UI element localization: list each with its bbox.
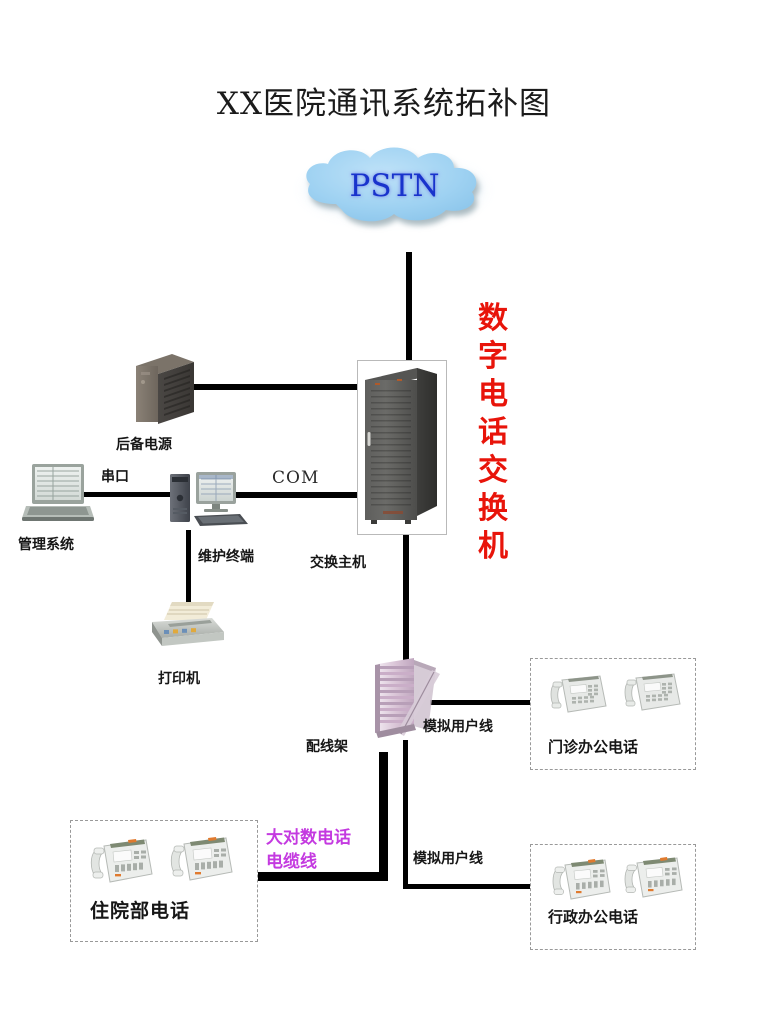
page-title: XX医院通讯系统拓补图 (216, 86, 552, 122)
analog-line-top-label: 模拟用户线 (423, 719, 493, 735)
serial-port-link-label: 串口 (101, 469, 129, 485)
administrative-phone-icon-2 (622, 852, 684, 902)
management-system-laptop-icon (22, 462, 96, 524)
pstn-cloud-icon (282, 142, 507, 234)
red-char-1: 字 (478, 339, 508, 374)
link-pstn-to-switch (406, 252, 412, 364)
link-terminal-to-printer (186, 530, 191, 622)
red-char-4: 交 (478, 453, 508, 488)
switch-host-label: 交换主机 (310, 555, 366, 571)
red-char-5: 换 (478, 491, 508, 526)
link-frame-to-outpatient (430, 700, 532, 705)
link-trunk-to-administrative (403, 884, 533, 889)
big-pair-cable-vertical (379, 752, 388, 880)
inpatient-phone-icon-2 (168, 832, 234, 886)
printer-icon (142, 600, 228, 656)
digital-telephone-exchange-label: 数 字 电 话 交 换 机 (470, 300, 516, 566)
big-pair-cable-horizontal (252, 872, 388, 881)
red-char-3: 话 (478, 415, 508, 450)
server-rack-icon (363, 366, 439, 527)
printer-label: 打印机 (158, 671, 200, 687)
red-char-0: 数 (478, 301, 508, 336)
red-char-6: 机 (478, 529, 508, 564)
link-backup-power-to-switch (192, 384, 364, 390)
administrative-phone-icon-1 (550, 854, 612, 904)
big-pair-cable-line1: 大对数电话 (266, 828, 351, 848)
backup-power-label: 后备电源 (116, 437, 172, 453)
management-system-label: 管理系统 (18, 537, 74, 553)
distribution-frame-label: 配线架 (306, 739, 348, 755)
red-char-2: 电 (478, 377, 508, 412)
big-pair-cable-line2: 电缆线 (266, 852, 317, 872)
com-port-link-label: COM (272, 468, 320, 488)
outpatient-phone-icon-1 (548, 670, 608, 718)
maintenance-terminal-label: 维护终端 (198, 549, 254, 565)
maintenance-terminal-icon (168, 468, 254, 534)
big-pair-cable-label: 大对数电话 电缆线 (266, 826, 386, 874)
analog-line-bottom-label: 模拟用户线 (413, 851, 483, 867)
link-management-to-terminal-serial (62, 492, 180, 497)
link-frame-down-trunk (403, 740, 408, 888)
backup-power-icon (132, 350, 198, 428)
outpatient-phone-group-label: 门诊办公电话 (548, 738, 639, 756)
link-terminal-to-switch-com (228, 492, 364, 498)
inpatient-phone-icon-1 (88, 834, 154, 888)
inpatient-phone-group-label: 住院部电话 (90, 900, 191, 922)
distribution-frame-icon (370, 654, 448, 746)
link-switch-to-distribution-frame (403, 532, 409, 664)
outpatient-phone-icon-2 (622, 668, 682, 716)
administrative-phone-group-label: 行政办公电话 (548, 908, 639, 926)
pstn-label: PSTN (349, 168, 440, 204)
